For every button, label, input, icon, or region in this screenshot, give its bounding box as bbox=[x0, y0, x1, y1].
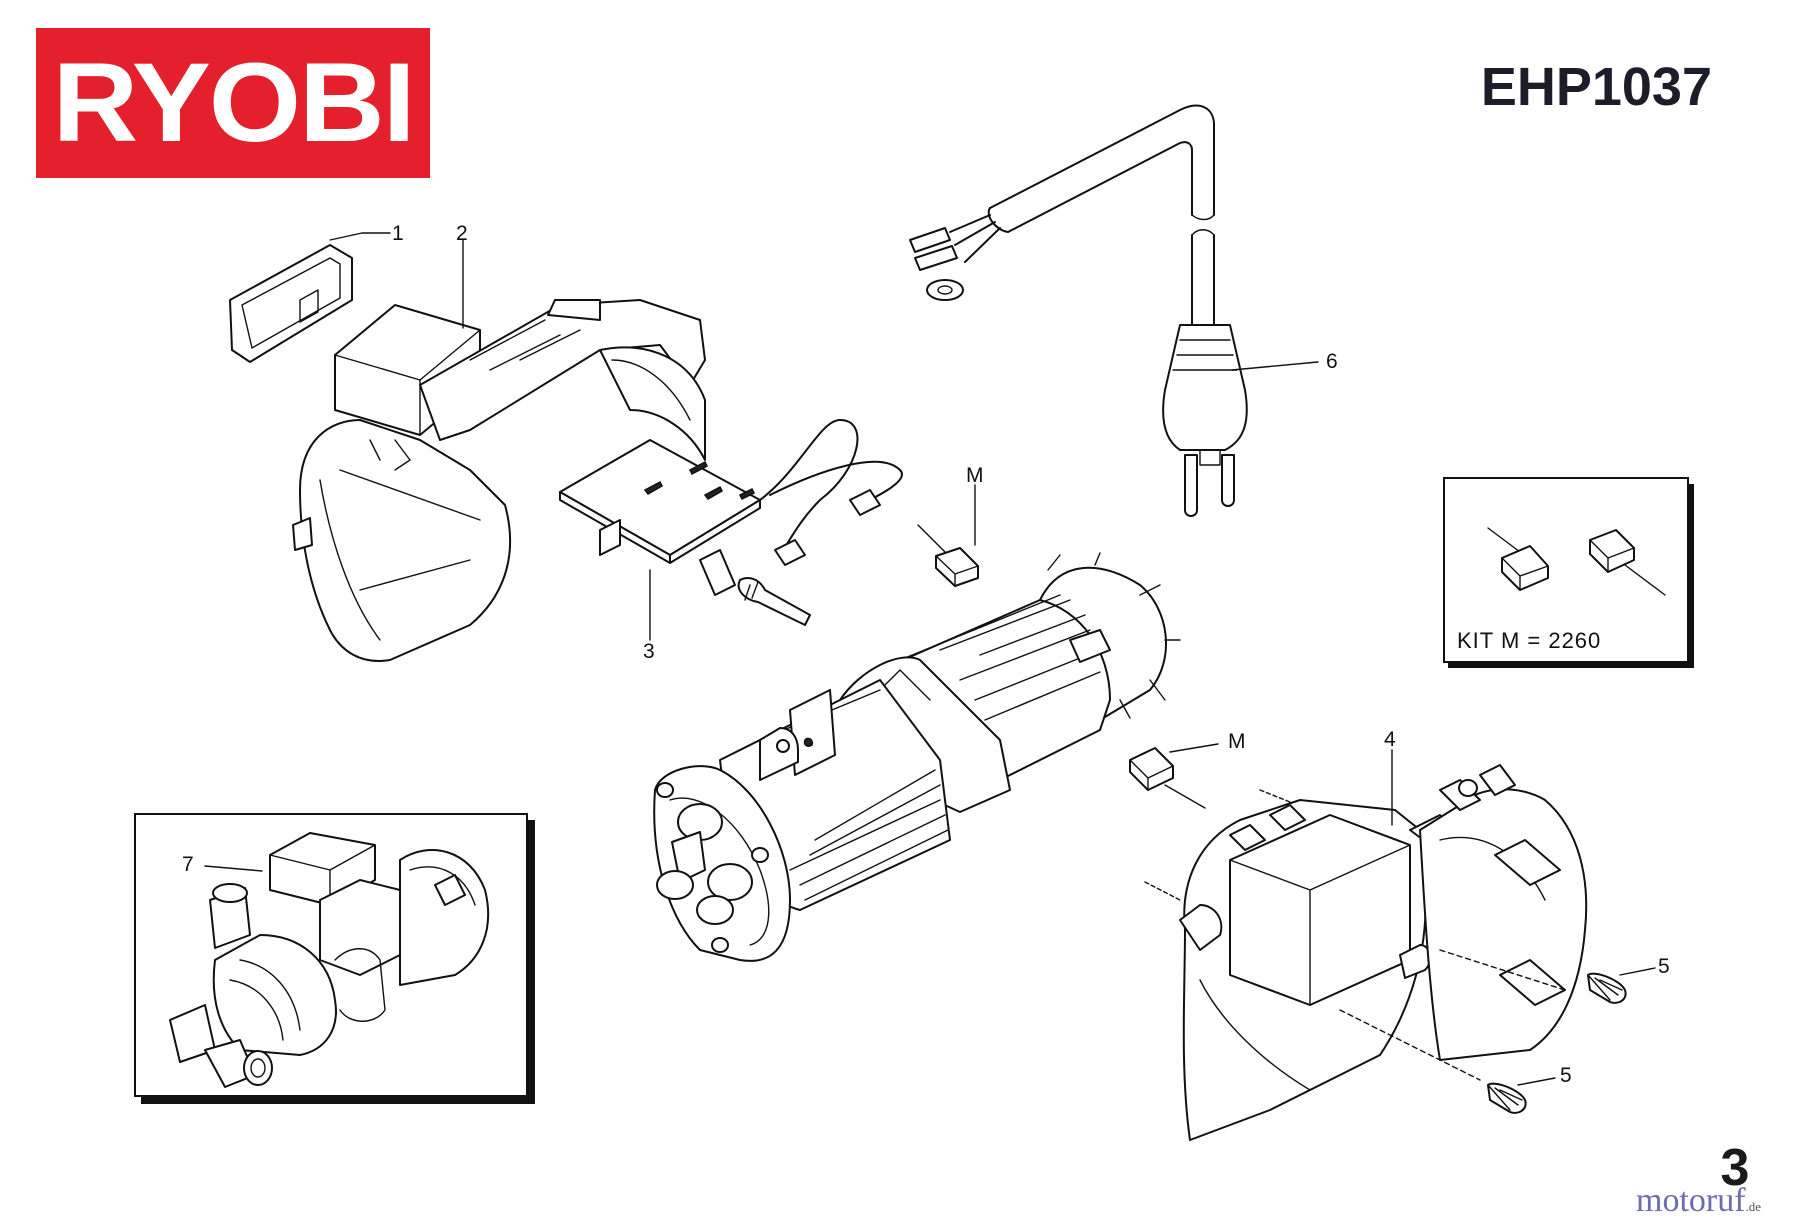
watermark-suffix: .de bbox=[1745, 1199, 1762, 1214]
leader-5-upper bbox=[1619, 967, 1656, 976]
part-6-power-cord bbox=[909, 104, 1248, 517]
carbon-brush-m-lower bbox=[1129, 747, 1206, 809]
motor-assembly bbox=[653, 552, 1181, 962]
callout-1: 1 bbox=[392, 222, 404, 245]
part-3-circuit-board bbox=[559, 419, 903, 626]
part-7-inset-box bbox=[134, 813, 535, 1104]
watermark-text: motoruf bbox=[1636, 1182, 1746, 1219]
callout-5-lower: 5 bbox=[1560, 1064, 1572, 1087]
carbon-brush-m-upper bbox=[917, 524, 979, 587]
leader-5-lower bbox=[1517, 1077, 1556, 1086]
model-number: EHP1037 bbox=[1480, 57, 1712, 117]
watermark: motoruf.de bbox=[1636, 1182, 1800, 1226]
leader-m-lower bbox=[1169, 743, 1219, 753]
ryobi-logo: RYOBI bbox=[36, 28, 430, 178]
page-number: 3 bbox=[1720, 1139, 1750, 1197]
callout-6: 6 bbox=[1326, 350, 1338, 373]
callout-3: 3 bbox=[643, 640, 655, 663]
part-5-screw-lower bbox=[1487, 1082, 1527, 1114]
leader-1 bbox=[329, 232, 391, 241]
kit-m-box bbox=[1443, 477, 1694, 668]
callout-m-lower: M bbox=[1228, 730, 1246, 753]
callout-4: 4 bbox=[1384, 728, 1396, 751]
part-5-screw-upper bbox=[1587, 972, 1627, 1004]
callout-2: 2 bbox=[456, 222, 468, 245]
logo-text: RYOBI bbox=[52, 40, 416, 165]
part-4-lower-housing bbox=[1144, 764, 1588, 1141]
kit-m-label: KIT M = 2260 bbox=[1457, 628, 1602, 653]
part-2-upper-housing bbox=[292, 299, 706, 662]
callout-5-upper: 5 bbox=[1658, 955, 1670, 978]
leader-6 bbox=[1231, 361, 1319, 371]
leader-7 bbox=[204, 865, 263, 872]
callout-7: 7 bbox=[182, 853, 194, 876]
part-1-cover bbox=[229, 244, 353, 363]
callout-m-upper: M bbox=[966, 464, 984, 487]
